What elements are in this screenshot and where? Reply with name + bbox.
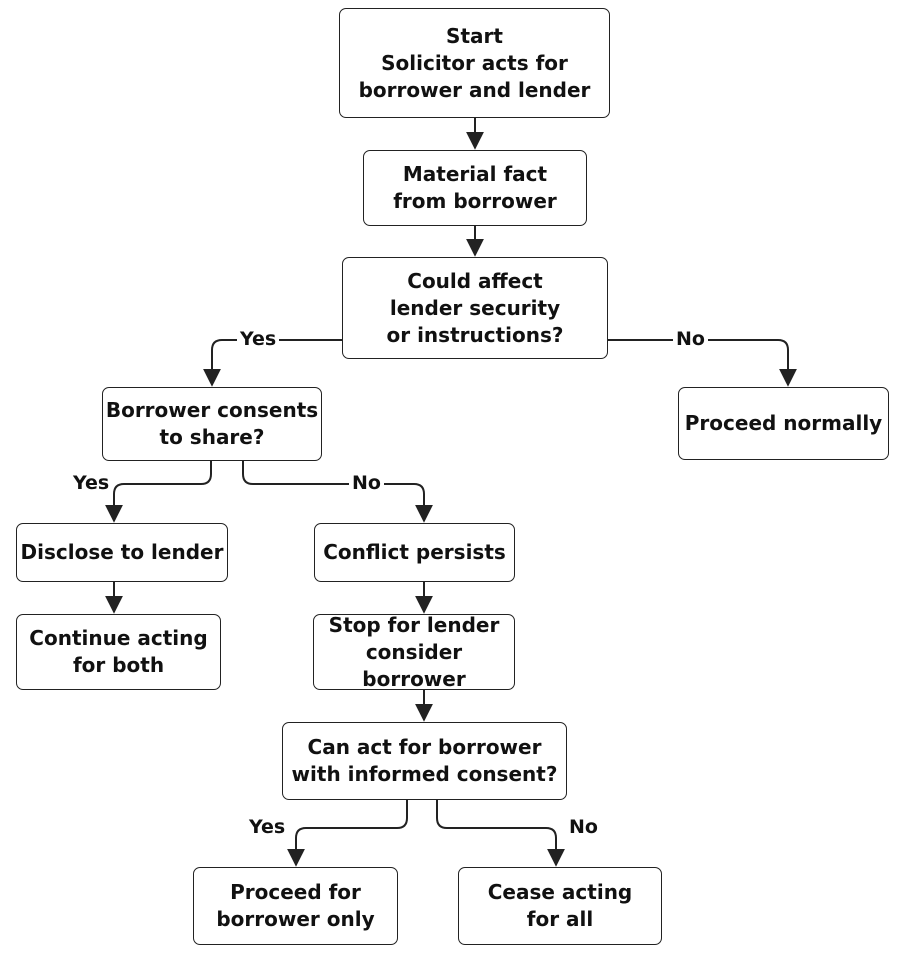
node-text-line: Stop for lender — [328, 612, 500, 637]
node-text-line: to share? — [159, 425, 265, 449]
node-material-fact: Material fact from borrower — [363, 150, 587, 226]
node-proceed-borrower-only: Proceed for borrower only — [193, 867, 398, 945]
node-text-line: borrower and lender — [358, 77, 591, 102]
connector-affect-no — [608, 339, 797, 387]
node-disclose-to-lender: Disclose to lender — [16, 523, 228, 582]
edge-label-act-yes: Yes — [246, 816, 289, 838]
node-text-line: Disclose to lender — [20, 540, 224, 564]
edge-label-consent-no: No — [349, 472, 384, 494]
node-can-act-for-borrower: Can act for borrower with informed consen… — [282, 722, 567, 800]
node-text-line: Continue acting — [29, 626, 208, 650]
node-cease-acting: Cease acting for all — [458, 867, 662, 945]
node-text-line: Start — [446, 23, 503, 48]
node-text-line: Solicitor acts for — [381, 50, 568, 75]
node-text-line: Borrower consents — [105, 398, 319, 422]
node-text-line: consider borrower — [362, 639, 466, 691]
connector-consent-no — [242, 461, 433, 523]
node-text-line: for both — [72, 653, 165, 677]
connector-consent-yes — [105, 461, 212, 523]
edge-label-affect-no: No — [673, 328, 708, 350]
edge-label-consent-yes: Yes — [70, 472, 113, 494]
node-borrower-consents: Borrower consents to share? — [102, 387, 322, 461]
edge-label-affect-yes: Yes — [237, 328, 280, 350]
node-text-line: Cease acting — [487, 880, 633, 904]
node-text-line: borrower only — [216, 907, 375, 931]
node-conflict-persists: Conflict persists — [314, 523, 515, 582]
node-text-line: Material fact — [402, 162, 548, 186]
node-continue-acting-both: Continue acting for both — [16, 614, 221, 690]
node-text-line: Proceed for — [230, 880, 361, 904]
connector-affect-yes — [203, 339, 342, 387]
node-text-line: Proceed normally — [684, 411, 883, 435]
node-proceed-normally: Proceed normally — [678, 387, 889, 460]
node-text-line: from borrower — [393, 189, 557, 213]
edge-label-act-no: No — [566, 816, 601, 838]
node-text-line: with informed consent? — [291, 762, 558, 786]
node-text-line: or instructions? — [386, 322, 564, 347]
node-text-line: lender security — [389, 295, 561, 320]
node-text-line: for all — [526, 907, 594, 931]
connector-canact-yes — [287, 800, 408, 867]
node-text-line: Could affect — [407, 268, 543, 293]
node-text-line: Conflict persists — [323, 540, 506, 564]
connector-canact-no — [436, 800, 565, 867]
node-text-line: Can act for borrower — [307, 735, 542, 759]
